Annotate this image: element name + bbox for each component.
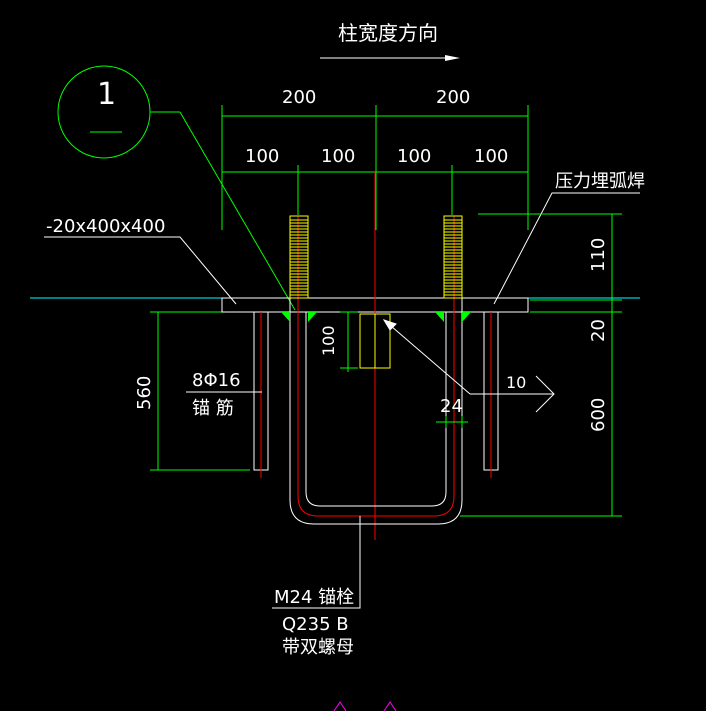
bolt-spec: M24 锚栓 [274,587,354,608]
bolt-leader [272,516,361,609]
rebar-name: 锚 筋 [192,398,234,419]
dim-top-right: 200 [436,87,470,108]
weld-leader [493,192,640,305]
plate-label: -20x400x400 [46,216,165,237]
dim-110: 110 [588,238,609,272]
weld-label: 压力埋弧焊 [555,171,645,192]
direction-arrow [320,55,460,61]
rebar-spec: 8Φ16 [192,370,241,391]
dim-top-left: 200 [282,87,316,108]
weld-marks [281,312,471,322]
dim-sub-4: 100 [474,146,508,167]
right-dimension-chain [460,213,622,517]
dim-sub-3: 100 [397,146,431,167]
dim-sub-2: 100 [321,146,355,167]
dim-600: 600 [588,398,609,432]
bolt-nuts: 带双螺母 [282,637,354,658]
detail-number: 1 [97,77,116,112]
dim-10: 10 [506,373,526,392]
bolt-diameter-dimension [436,416,468,428]
u-bolt [289,216,463,525]
weld-symbol [382,319,555,413]
dim-100-vertical: 100 [319,325,338,356]
thread-right [443,215,463,299]
detail-bubble: 1 [57,65,151,159]
thread-left [289,215,309,299]
shear-key-dimension [340,311,358,372]
shear-key [359,313,391,369]
dim-24: 24 [440,396,463,417]
plate-leader [44,236,237,305]
left-dimension-560 [150,311,270,471]
direction-label: 柱宽度方向 [338,21,438,45]
dim-sub-1: 100 [245,146,279,167]
dim-560: 560 [134,376,155,410]
dim-20: 20 [588,319,609,342]
bottom-marker [333,701,397,711]
bolt-material: Q235 B [282,614,349,635]
